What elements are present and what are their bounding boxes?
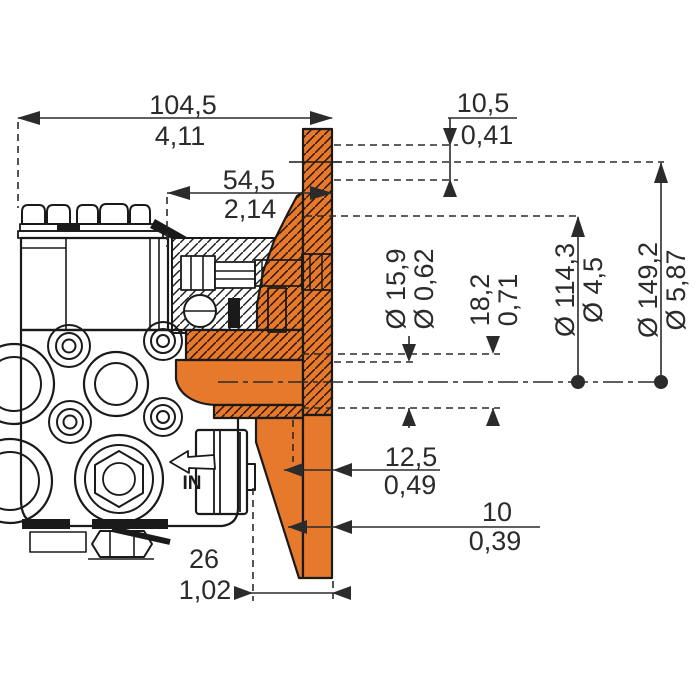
arrowhead-up bbox=[654, 162, 668, 183]
dim-pilot-mm: 18,2 bbox=[465, 274, 495, 327]
dim-thickness-in: 0,39 bbox=[469, 526, 522, 556]
inlet-arrow-icon bbox=[169, 450, 216, 474]
mounting-foot bbox=[22, 519, 171, 560]
arrowhead-up bbox=[402, 408, 416, 426]
dimension-overall-width: 104,5 4,11 bbox=[17, 90, 333, 208]
dimension-shaft-diameter: Ø 15,9 Ø 0,62 bbox=[334, 248, 439, 428]
arrowhead-left-2 bbox=[333, 463, 352, 477]
dim-shaft-dia-mm: Ø 15,9 bbox=[381, 248, 411, 329]
arrowhead-down bbox=[402, 344, 416, 362]
shaft-seal bbox=[228, 298, 240, 328]
arrowhead-down bbox=[486, 336, 500, 354]
dimension-dot bbox=[571, 375, 585, 389]
dim-bolt-circle-mm: Ø 114,3 bbox=[550, 243, 580, 337]
arrowhead-down bbox=[443, 128, 457, 146]
dimension-recess-depth: 12,5 0,49 bbox=[284, 442, 440, 500]
dim-pilot-in: 0,71 bbox=[493, 274, 523, 327]
dim-flange-face-in: 2,14 bbox=[224, 194, 277, 224]
manifold-bolt-rings bbox=[47, 321, 183, 444]
dim-recess-in: 0,49 bbox=[384, 470, 437, 500]
dimension-hub-step: 10,5 0,41 bbox=[334, 88, 517, 197]
dim-recess-mm: 12,5 bbox=[385, 442, 438, 472]
dim-overall-mm: 104,5 bbox=[149, 90, 217, 120]
dimension-bolt-circle: Ø 114,3 Ø 4,5 bbox=[305, 215, 608, 389]
dim-flange-face-mm: 54,5 bbox=[223, 165, 276, 195]
flange-plate-section bbox=[301, 127, 334, 417]
dim-hub-step-mm: 10,5 bbox=[457, 88, 510, 118]
inlet-label: IN bbox=[183, 473, 202, 494]
arrowhead-left bbox=[167, 186, 190, 200]
arrowhead-up bbox=[571, 216, 585, 237]
dimension-flange-od: Ø 149,2 Ø 5,87 bbox=[334, 161, 691, 389]
arrowhead-right bbox=[310, 111, 333, 125]
inlet-label-group: IN bbox=[169, 450, 216, 494]
hub-section-lower bbox=[212, 403, 305, 420]
shaft-nut bbox=[180, 255, 216, 291]
flange-assembly bbox=[174, 127, 342, 580]
dim-overall-in: 4,11 bbox=[155, 121, 206, 151]
arrowhead-up bbox=[443, 179, 457, 197]
crankshaft-stub bbox=[214, 261, 256, 289]
dimension-mount-depth: 26 1,02 bbox=[179, 488, 351, 605]
dim-hub-step-in: 0,41 bbox=[461, 120, 514, 150]
cylinder-head-bolts bbox=[21, 203, 151, 225]
hex-plug-port bbox=[73, 433, 165, 525]
arrowhead-left bbox=[17, 111, 40, 125]
dim-flange-od-in: Ø 5,87 bbox=[661, 249, 691, 330]
dimensions: 104,5 4,11 54,5 2,14 10,5 0,41 Ø bbox=[17, 88, 691, 605]
arrowhead-left bbox=[288, 520, 307, 534]
dimension-pilot: 18,2 0,71 bbox=[302, 274, 523, 426]
arrowhead-left bbox=[332, 586, 351, 600]
flange-plate-lower bbox=[301, 413, 334, 580]
arrowhead-right bbox=[234, 586, 253, 600]
arrowhead-left bbox=[284, 463, 303, 477]
dimension-flange-face: 54,5 2,14 bbox=[166, 165, 333, 247]
flange-cone bbox=[254, 416, 305, 580]
flange-bolt bbox=[254, 253, 333, 333]
inlet-port bbox=[194, 428, 256, 516]
corner-wedge bbox=[150, 219, 192, 240]
dimension-plate-thickness: 10 0,39 bbox=[288, 497, 540, 556]
dim-mount-depth-mm: 26 bbox=[189, 544, 219, 574]
arrowhead-up bbox=[486, 408, 500, 426]
dim-shaft-dia-in: Ø 0,62 bbox=[409, 248, 439, 329]
dimension-dot bbox=[654, 375, 668, 389]
dim-bolt-circle-in: Ø 4,5 bbox=[578, 257, 608, 323]
arrowhead-left-2 bbox=[333, 520, 352, 534]
dim-flange-od-mm: Ø 149,2 bbox=[633, 242, 663, 338]
arrowhead-right bbox=[310, 186, 333, 200]
hub-section-upper bbox=[184, 328, 305, 362]
dim-thickness-mm: 10 bbox=[482, 497, 512, 527]
hub-body bbox=[174, 358, 305, 407]
dim-mount-depth-in: 1,02 bbox=[179, 575, 232, 605]
